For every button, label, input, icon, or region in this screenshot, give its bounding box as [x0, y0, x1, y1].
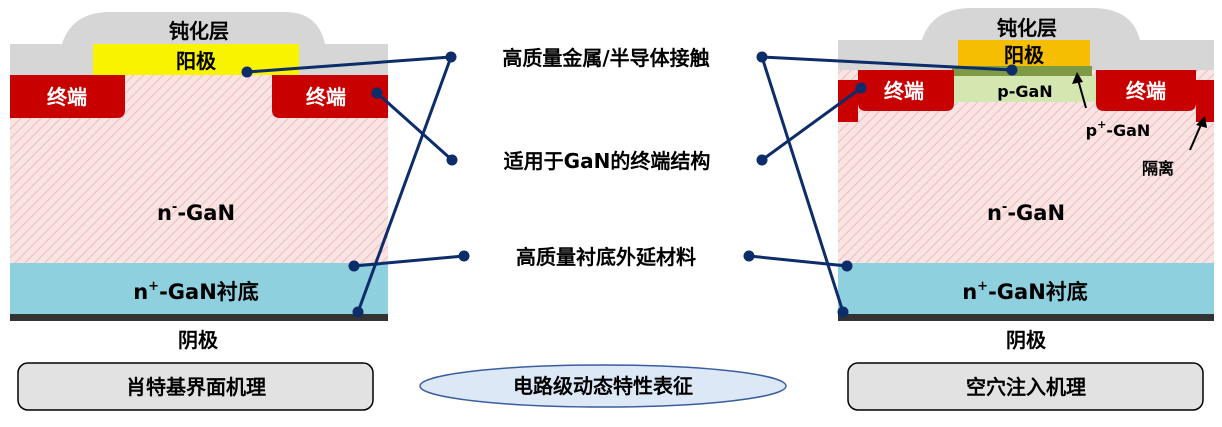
right-cathode-contact: [838, 314, 1214, 321]
dot-contact-right: [756, 51, 768, 63]
line-contact-right-anode: [761, 55, 1013, 72]
left-substrate: [10, 263, 388, 314]
dot-term-left: [446, 154, 458, 166]
right-passivation-label: 钝化层: [997, 16, 1057, 40]
right-pgan-region: [930, 76, 1096, 102]
ppgan-arrowhead: [1072, 72, 1083, 84]
left-term-right-label: 终端: [306, 85, 346, 109]
callout-contact: 高质量金属/半导体接触: [502, 46, 709, 70]
left-drift-label: n--GaN: [157, 200, 235, 225]
left-termination-right: [272, 75, 388, 118]
line-epi-left: [353, 254, 465, 268]
line-contact-left-anode: [246, 55, 452, 74]
right-isolation: [1196, 80, 1214, 122]
right-pgan-label: p-GaN: [997, 82, 1052, 101]
dot-left-cathode: [352, 306, 364, 318]
line-contact-left-cathode: [356, 56, 453, 313]
right-isolation-label: 隔离: [1142, 159, 1174, 178]
isolation-arrowhead: [1196, 116, 1207, 128]
dot-term-right: [756, 154, 768, 166]
right-substrate: [838, 263, 1214, 314]
line-contact-right-cathode: [760, 56, 845, 313]
left-cathode-label: 阴极: [178, 328, 219, 352]
connector-dots: [241, 51, 1018, 318]
dot-right-anode: [1006, 64, 1018, 76]
right-termination-left: [858, 70, 954, 111]
dot-right-cathode: [837, 306, 849, 318]
dot-right-substrate: [841, 260, 853, 272]
schottky-mechanism-box: [17, 362, 374, 411]
left-anode-label: 阳极: [176, 49, 217, 73]
left-device: 钝化层 阳极 终端 终端 n--GaN n+-GaN衬底 阴极: [10, 12, 388, 352]
hole-injection-box: [847, 362, 1204, 411]
right-passivation-layer: [838, 8, 1214, 70]
line-term-left: [376, 91, 453, 162]
left-termination-left: [10, 75, 125, 118]
right-ppgan-layer: [952, 66, 1092, 76]
left-passivation-label: 钝化层: [169, 19, 229, 43]
dot-left-anode: [241, 66, 253, 78]
right-term-right-label: 终端: [1126, 79, 1166, 103]
right-termination-left-step: [838, 80, 858, 122]
right-drift-label: n--GaN: [987, 200, 1065, 225]
right-substrate-label: n+-GaN衬底: [962, 279, 1088, 304]
right-cathode-label: 阴极: [1006, 328, 1047, 352]
left-cathode-contact: [10, 314, 388, 321]
left-term-left-label: 终端: [47, 85, 87, 109]
right-anode-label: 阳极: [1004, 43, 1045, 67]
schottky-mechanism-label: 肖特基界面机理: [126, 375, 266, 399]
dot-left-term: [371, 87, 383, 99]
right-anode: [958, 40, 1090, 66]
callout-termination: 适用于GaN的终端结构: [504, 149, 711, 173]
right-device: 钝化层 阳极 p-GaN 终端 终端 p+-GaN 隔离 n--GaN n+-G…: [838, 8, 1214, 352]
line-term-right: [761, 86, 862, 162]
dot-epi-left: [458, 250, 470, 262]
right-ppgan-label: p+-GaN: [1086, 118, 1151, 140]
callout-epitaxy: 高质量衬底外延材料: [516, 245, 696, 269]
connector-lines: [246, 55, 1013, 313]
dot-epi-right: [743, 250, 755, 262]
hole-injection-label: 空穴注入机理: [966, 375, 1086, 399]
right-termination-right: [1096, 70, 1196, 111]
right-term-left-label: 终端: [884, 79, 924, 103]
dot-contact-left: [445, 51, 457, 63]
dot-left-substrate: [348, 260, 360, 272]
line-epi-right: [748, 254, 848, 268]
circuit-characterization-oval: [419, 364, 787, 408]
left-substrate-label: n+-GaN衬底: [133, 279, 259, 304]
dot-right-term: [855, 82, 867, 94]
circuit-characterization-label: 电路级动态特性表征: [513, 374, 693, 398]
